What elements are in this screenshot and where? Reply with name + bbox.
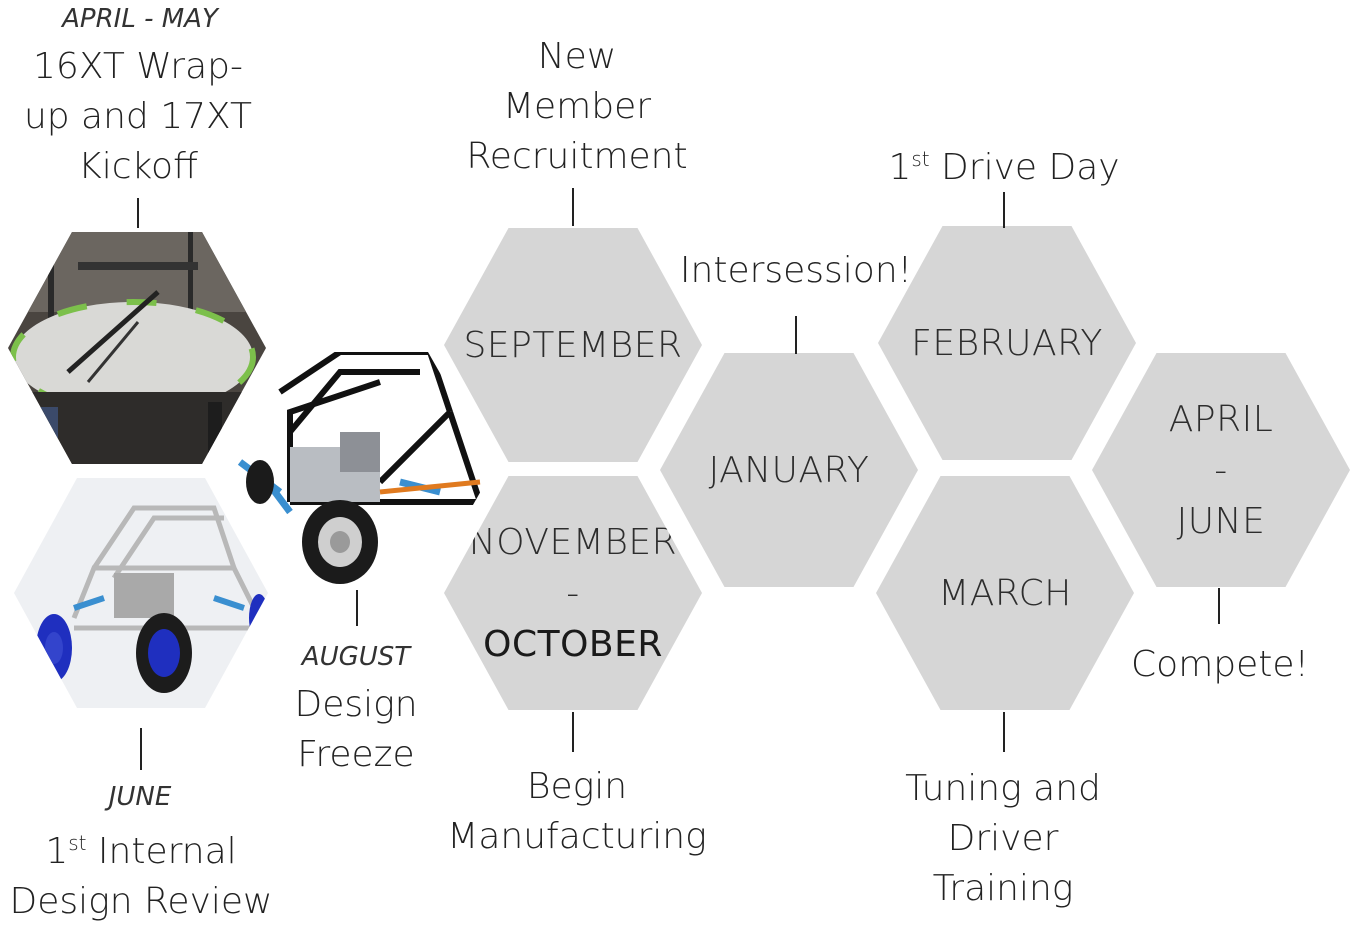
- june-line-1-text: Internal: [86, 831, 237, 872]
- connector-january: [795, 316, 797, 354]
- hex-march-label: MARCH: [938, 572, 1072, 614]
- august-line-2: Freeze: [297, 734, 415, 775]
- june-month: JUNE: [108, 782, 172, 812]
- june-line-2: Design Review: [9, 881, 273, 922]
- february-ordinal-suffix: st: [911, 147, 930, 171]
- november-line-1: Begin: [526, 766, 628, 807]
- connector-november: [572, 712, 574, 752]
- april-june-caption: Compete!: [1131, 644, 1309, 685]
- february-ordinal-number: 1: [888, 147, 912, 188]
- august-line-1: Design: [294, 684, 418, 725]
- august-month: AUGUST: [301, 642, 411, 672]
- march-line-3: Training: [932, 868, 1074, 909]
- june-ordinal-suffix: st: [68, 831, 87, 855]
- september-line-3: Recruitment: [466, 136, 688, 177]
- hex-november-dash: -: [566, 572, 580, 614]
- connector-march: [1003, 712, 1005, 752]
- march-caption: Tuning and Driver Training: [880, 764, 1126, 914]
- hex-january: JANUARY: [660, 353, 918, 587]
- hex-april-dash: -: [1214, 449, 1228, 491]
- hex-october-label: OCTOBER: [483, 623, 663, 665]
- april-may-line-2: up and 17XT: [23, 96, 253, 137]
- hex-april-label: APRIL: [1168, 398, 1274, 440]
- frame-render-photo: [230, 352, 494, 584]
- hex-april-june: APRIL - JUNE: [1092, 353, 1350, 587]
- march-line-2: Driver: [947, 818, 1059, 859]
- february-caption: 1st Drive Day: [868, 134, 1140, 193]
- connector-april-june: [1218, 588, 1220, 624]
- cad-render-photo: [14, 478, 268, 708]
- connector-june: [140, 728, 142, 770]
- september-line-1: New: [537, 36, 617, 77]
- connector-april-may: [137, 198, 139, 228]
- hex-november-october: NOVEMBER - OCTOBER: [444, 476, 702, 710]
- april-may-caption: 16XT Wrap- up and 17XT Kickoff: [10, 42, 266, 192]
- hex-september-label: SEPTEMBER: [463, 324, 683, 366]
- hex-september: SEPTEMBER: [444, 228, 702, 462]
- hex-march: MARCH: [876, 476, 1134, 710]
- august-caption: Design Freeze: [256, 680, 456, 780]
- september-line-2: Member: [502, 86, 652, 127]
- june-caption: 1st Internal Design Review: [0, 818, 282, 927]
- november-caption: Begin Manufacturing: [432, 762, 722, 862]
- june-line-1: 1st Internal: [0, 818, 282, 877]
- connector-february: [1003, 192, 1005, 228]
- april-may-line-3: Kickoff: [78, 146, 198, 187]
- february-caption-text: Drive Day: [929, 147, 1120, 188]
- hex-january-label: JANUARY: [708, 449, 870, 491]
- march-line-1: Tuning and: [905, 768, 1101, 809]
- connector-august: [356, 590, 358, 626]
- hex-february: FEBRUARY: [878, 226, 1136, 460]
- connector-september: [572, 188, 574, 226]
- hex-february-label: FEBRUARY: [911, 322, 1103, 364]
- september-caption: New Member Recruitment: [444, 32, 710, 182]
- june-ordinal-number: 1: [45, 831, 69, 872]
- november-line-2: Manufacturing: [447, 816, 707, 857]
- april-may-month: APRIL - MAY: [62, 4, 218, 34]
- hex-june-label: JUNE: [1176, 500, 1266, 542]
- hex-november-label: NOVEMBER: [468, 521, 678, 563]
- april-may-line-1: 16XT Wrap-: [33, 46, 243, 87]
- january-caption: Intersession!: [679, 250, 913, 291]
- workshop-photo: [8, 232, 266, 464]
